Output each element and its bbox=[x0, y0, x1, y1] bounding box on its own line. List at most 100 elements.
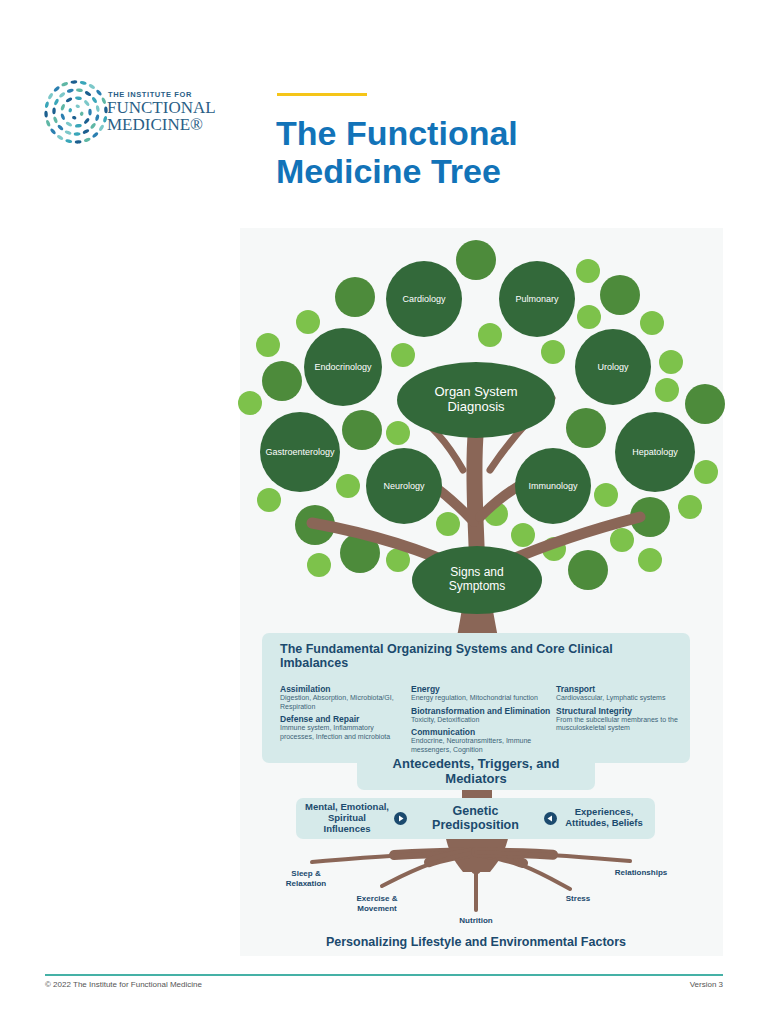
node-heading: Pulmonary bbox=[515, 294, 558, 304]
root-label: Relationships bbox=[615, 868, 667, 878]
logo-dot bbox=[96, 105, 100, 112]
page-title: The Functional Medicine Tree bbox=[276, 114, 576, 190]
organ-circle: Pulmonary bbox=[499, 261, 575, 337]
logo-dot bbox=[70, 80, 77, 84]
organ-circle: Endocrinology bbox=[304, 328, 382, 406]
logo-dot bbox=[47, 92, 53, 100]
title-rule bbox=[277, 93, 367, 96]
logo-dot bbox=[80, 80, 87, 85]
organ-circle: Signs and Symptoms bbox=[412, 546, 542, 614]
logo-dot bbox=[61, 81, 69, 87]
foliage-dot bbox=[307, 553, 331, 577]
node-heading: Communication bbox=[411, 727, 551, 737]
node-text: Energy regulation, Mitochondrial functio… bbox=[411, 694, 551, 702]
circle-fill bbox=[615, 412, 695, 492]
logo-dot bbox=[75, 140, 82, 144]
logo-dot bbox=[76, 88, 83, 92]
system-entry: CommunicationEndocrine, Neurotransmitter… bbox=[411, 727, 551, 754]
node-text: Endocrine, Neurotransmitters, Immune mes… bbox=[411, 737, 551, 754]
node-text: Experiences, Attitudes, Beliefs bbox=[561, 807, 647, 829]
logo-dot bbox=[98, 124, 104, 132]
node-text: Immune system, Inflammatory processes, I… bbox=[280, 724, 405, 741]
foliage bbox=[238, 240, 725, 590]
node-heading: Energy bbox=[411, 684, 551, 694]
node-heading: Urology bbox=[597, 362, 628, 372]
node-heading: Mental, Emotional, Spiritual Influences bbox=[304, 802, 390, 835]
foliage-dot bbox=[600, 275, 640, 315]
logo-dot bbox=[75, 104, 80, 109]
logo-dot bbox=[53, 98, 59, 106]
foliage-dot bbox=[391, 343, 415, 367]
foliage-dot bbox=[541, 340, 565, 364]
logo-dot bbox=[72, 115, 77, 120]
circle-fill bbox=[575, 329, 651, 405]
logo-dot bbox=[56, 134, 64, 140]
circle-fill bbox=[397, 362, 555, 438]
copyright: © 2022 The Institute for Functional Medi… bbox=[45, 980, 202, 990]
logo-dot bbox=[92, 131, 99, 138]
organ-circle: Hepatology bbox=[615, 412, 695, 492]
node-heading: Defense and Repair bbox=[280, 714, 405, 724]
logo-dot bbox=[44, 101, 49, 108]
logo-dot bbox=[75, 124, 82, 129]
organ-circle: Organ System Diagnosis bbox=[397, 362, 555, 438]
node-heading: Neurology bbox=[383, 481, 424, 491]
node-text: Digestion, Absorption, Microbiota/GI, Re… bbox=[280, 694, 405, 711]
foliage-dot bbox=[638, 548, 662, 572]
node-heading: Structural Integrity bbox=[556, 706, 684, 716]
foliage-dot bbox=[577, 305, 601, 329]
roots-heading: Personalizing Lifestyle and Environmenta… bbox=[326, 935, 626, 950]
circle-fill bbox=[499, 261, 575, 337]
foliage-dot bbox=[659, 350, 683, 374]
logo-dot bbox=[83, 99, 90, 106]
circle-fill bbox=[366, 448, 442, 524]
node-text: Genetic Predisposition bbox=[411, 804, 540, 833]
system-entry: AssimilationDigestion, Absorption, Micro… bbox=[280, 684, 405, 711]
node-heading: The Fundamental Organizing Systems and C… bbox=[262, 633, 690, 670]
node-heading: Cardiology bbox=[402, 294, 445, 304]
root-label: Stress bbox=[566, 894, 590, 904]
logo-dot bbox=[60, 113, 66, 121]
tree-root bbox=[474, 852, 478, 910]
logo-mark bbox=[44, 80, 108, 144]
foliage-dot bbox=[640, 311, 664, 335]
foliage-dot bbox=[610, 528, 634, 552]
logo-dot bbox=[83, 137, 91, 143]
arrow-head bbox=[548, 815, 553, 821]
logo-dot bbox=[95, 89, 102, 96]
circle-fill bbox=[260, 412, 340, 492]
system-entry: Structural IntegrityFrom the subcellular… bbox=[556, 706, 684, 733]
logo-dot bbox=[58, 91, 65, 98]
foliage-dot bbox=[456, 240, 496, 280]
circle-fill bbox=[304, 328, 382, 406]
logo-dot bbox=[65, 121, 73, 127]
logo-dot bbox=[60, 103, 66, 111]
foliage-dot bbox=[256, 333, 280, 357]
foliage-dot bbox=[238, 391, 262, 415]
root-label: Exercise & Movement bbox=[345, 894, 409, 913]
logo-dot bbox=[45, 119, 51, 127]
organ-circle: Neurology bbox=[366, 448, 442, 524]
logo-dot bbox=[65, 97, 73, 103]
node-heading: Gastroenterology bbox=[265, 447, 334, 457]
foliage-dot bbox=[335, 277, 375, 317]
foliage-dot bbox=[566, 408, 606, 448]
arrow-disc bbox=[394, 812, 407, 825]
logo-dot bbox=[84, 90, 92, 97]
foliage-dot bbox=[342, 410, 382, 450]
logo-text: THE INSTITUTE FOR bbox=[108, 90, 192, 99]
node-heading: Biotransformation and Elimination bbox=[411, 706, 551, 716]
node-heading: Assimilation bbox=[280, 684, 405, 694]
logo-dot bbox=[82, 129, 90, 135]
root-label: Sleep & Relaxation bbox=[275, 869, 337, 888]
foliage-dot bbox=[594, 483, 618, 507]
logo-dot bbox=[50, 128, 57, 135]
system-entry: EnergyEnergy regulation, Mitochondrial f… bbox=[411, 684, 551, 703]
node-heading: Signs and Symptoms bbox=[435, 566, 519, 594]
logo-dot bbox=[75, 96, 82, 101]
systems-band: The Fundamental Organizing Systems and C… bbox=[262, 633, 690, 763]
foliage-dot bbox=[478, 323, 502, 347]
logo-dot bbox=[68, 108, 73, 113]
